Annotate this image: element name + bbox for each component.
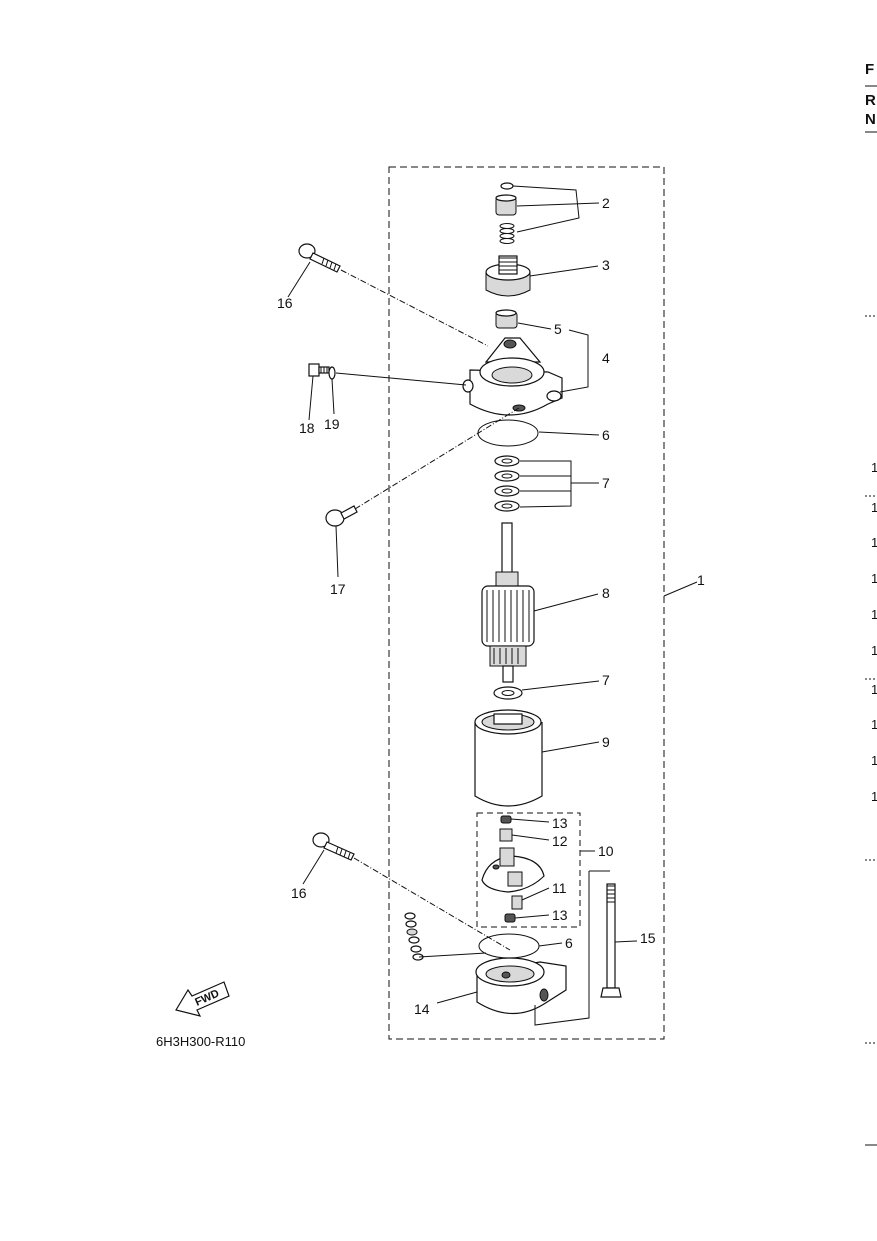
edge-row-mark-3: 1	[871, 535, 877, 550]
part-6-o-ring-upper	[477, 419, 539, 447]
callout-9: 9	[602, 734, 610, 750]
callout-14: 14	[414, 1001, 430, 1017]
callout-19: 19	[324, 416, 340, 432]
edge-row-mark-6: 1	[871, 643, 877, 658]
edge-header-letter-3: N	[865, 111, 876, 128]
part-13-brush-spring-upper	[500, 815, 512, 824]
part-16-bolt-lower	[312, 832, 355, 861]
edge-row-mark-5: 1	[871, 607, 877, 622]
edge-row-mark-7: 1	[871, 682, 877, 697]
callout-17: 17	[330, 581, 346, 597]
callout-12: 12	[552, 833, 568, 849]
callout-15: 15	[640, 930, 656, 946]
callout-3: 3	[602, 257, 610, 273]
callout-6-lower: 6	[565, 935, 573, 951]
edge-row-mark-1: 1	[871, 460, 877, 475]
fwd-arrow-icon: FWD	[175, 981, 230, 1017]
callout-10: 10	[598, 843, 614, 859]
part-7-washers-upper	[494, 455, 520, 512]
edge-row-mark-10: 1	[871, 789, 877, 804]
callout-16-lower: 16	[291, 885, 307, 901]
part-19-washer	[328, 366, 336, 380]
starter-assembly-boundary	[388, 166, 665, 1040]
callout-18: 18	[299, 420, 315, 436]
part-15-through-bolt	[600, 883, 622, 998]
part-10-brush-holder	[481, 847, 545, 893]
edge-row-mark-8: 1	[871, 717, 877, 732]
callout-7-lower: 7	[602, 672, 610, 688]
part-18-screw	[308, 363, 330, 377]
part-5-bushing	[495, 309, 518, 329]
callout-7-upper: 7	[602, 475, 610, 491]
callout-11: 11	[552, 880, 567, 896]
edge-row-mark-4: 1	[871, 571, 877, 586]
part-2-clip-collar-spring	[495, 182, 517, 244]
callout-16-upper: 16	[277, 295, 293, 311]
right-edge-cropped-column: F R N 1 1 1 1 1 1 1 1 1 1	[865, 61, 877, 1146]
callout-5: 5	[554, 321, 562, 337]
callout-labels: 1 2 3 4 5 6 7 8 7 9 13 12 10 11 13 6 15 …	[277, 195, 705, 1017]
part-3-pinion-clutch	[485, 255, 531, 297]
part-7-washer-lower	[493, 686, 523, 700]
part-9-yoke	[474, 709, 543, 807]
edge-header-letter-2: R	[865, 92, 876, 109]
terminal-nuts-washers	[404, 912, 424, 961]
part-16-bolt-upper	[298, 243, 341, 273]
figure-code: 6H3H300-R110	[156, 1034, 245, 1049]
part-11-brush-lower	[511, 895, 523, 910]
callout-6-upper: 6	[602, 427, 610, 443]
part-8-armature	[481, 522, 535, 683]
callout-4: 4	[602, 350, 610, 366]
part-12-brush-upper	[499, 828, 513, 842]
edge-row-mark-2: 1	[871, 500, 877, 515]
callout-8: 8	[602, 585, 610, 601]
part-17-bolt	[325, 505, 358, 527]
leader-lines	[287, 185, 698, 1026]
edge-row-mark-9: 1	[871, 753, 877, 768]
callout-13-lower: 13	[552, 907, 568, 923]
edge-header-letter-1: F	[865, 61, 874, 78]
brush-holder-subassembly-boundary	[476, 812, 581, 928]
part-13-brush-spring-lower	[504, 913, 516, 923]
callout-13-upper: 13	[552, 815, 568, 831]
part-4-front-bracket	[462, 337, 563, 416]
callout-2: 2	[602, 195, 610, 211]
callout-1: 1	[697, 572, 705, 588]
part-14-rear-cover	[475, 957, 567, 1015]
